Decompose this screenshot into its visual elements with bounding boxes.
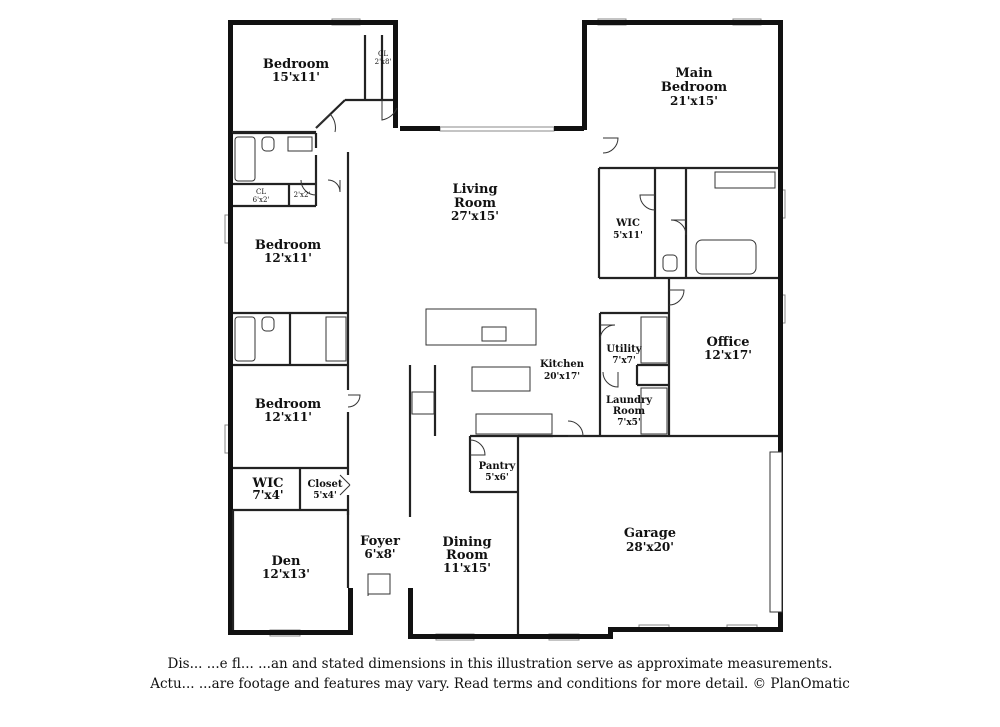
room-name: Foyer [360, 534, 400, 549]
room-garage: Garage 28'x20' [624, 526, 676, 554]
room-dim: 15'x11' [272, 70, 320, 84]
room-cl-small: 2'x2' [294, 191, 311, 199]
room-name: Dining [442, 535, 491, 550]
room-dim: 6'x8' [364, 547, 395, 561]
room-dim: 12'x17' [704, 348, 752, 362]
disclaimer-line-2: Actu... ...are footage and features may … [150, 676, 850, 692]
room-dim: 2'x2' [294, 191, 311, 199]
room-name: Bedroom [263, 57, 330, 72]
room-cl-mid: CL 6'x2' [253, 188, 270, 204]
disclaimer: Dis... ...e fl... ...an and stated dimen… [0, 654, 1000, 694]
fixtures [234, 136, 783, 613]
room-cl-top: CL 2'x8' [375, 50, 392, 66]
room-name: Bedroom [255, 238, 322, 253]
room-closet: Closet 5'x4' [307, 479, 342, 501]
room-laundry: Laundry Room 7'x5' [606, 395, 653, 428]
room-dining-room: Dining Room 11'x15' [442, 535, 491, 575]
room-dim: 7'x7' [612, 356, 635, 366]
room-bedroom-top: Bedroom 15'x11' [263, 57, 330, 84]
room-labels: Bedroom 15'x11' CL 2'x8' Main Bedroom 21… [251, 50, 751, 581]
room-name: Living [452, 182, 497, 197]
room-name: Den [272, 554, 302, 569]
disclaimer-line-1: Dis... ...e fl... ...an and stated dimen… [167, 656, 833, 672]
room-dim: 21'x15' [670, 94, 718, 108]
room-dim: 20'x17' [544, 372, 580, 382]
room-foyer: Foyer 6'x8' [360, 534, 400, 561]
room-name: Pantry [479, 461, 517, 472]
room-name: Room [613, 406, 646, 417]
room-main-bedroom: Main Bedroom 21'x15' [661, 66, 728, 108]
room-dim: 28'x20' [626, 540, 674, 554]
room-den: Den 12'x13' [262, 554, 310, 581]
room-name: Kitchen [540, 359, 585, 370]
room-name: Room [446, 548, 488, 563]
room-wic-main: WIC 5'x11' [613, 218, 643, 241]
room-name: Closet [307, 479, 342, 490]
room-dim: 5'x4' [313, 491, 336, 501]
room-dim: 12'x13' [262, 567, 310, 581]
exterior-walls [228, 20, 783, 639]
room-utility: Utility 7'x7' [606, 344, 642, 366]
room-dim: 12'x11' [264, 410, 312, 424]
room-dim: 6'x2' [253, 196, 270, 204]
room-dim: 12'x11' [264, 251, 312, 265]
room-dim: 27'x15' [451, 209, 499, 223]
room-wic-low: WIC 7'x4' [251, 476, 283, 502]
room-name: Laundry [606, 395, 653, 406]
interior-walls [231, 35, 778, 634]
room-name: Bedroom [661, 80, 728, 95]
room-name: Main [675, 66, 713, 81]
room-dim: 7'x4' [252, 488, 283, 502]
room-kitchen: Kitchen 20'x17' [540, 359, 585, 382]
room-living-room: Living Room 27'x15' [451, 182, 499, 223]
room-bedroom-mid: Bedroom 12'x11' [255, 238, 322, 265]
room-name: Garage [624, 526, 676, 541]
room-name: CL [256, 188, 266, 196]
room-dim: 5'x6' [485, 473, 508, 483]
room-dim: 2'x8' [375, 58, 392, 66]
doors [300, 100, 687, 597]
room-dim: 7'x5' [617, 418, 640, 428]
room-name: WIC [251, 476, 283, 491]
room-dim: 5'x11' [613, 231, 643, 241]
room-name: WIC [615, 218, 640, 229]
room-name: CL [378, 50, 388, 58]
room-name: Bedroom [255, 397, 322, 412]
room-office: Office 12'x17' [704, 335, 752, 362]
room-pantry: Pantry 5'x6' [479, 461, 517, 483]
room-name: Utility [606, 344, 642, 355]
room-dim: 11'x15' [443, 561, 491, 575]
room-name: Office [706, 335, 749, 350]
room-name: Room [454, 196, 496, 211]
room-bedroom-low: Bedroom 12'x11' [255, 397, 322, 424]
